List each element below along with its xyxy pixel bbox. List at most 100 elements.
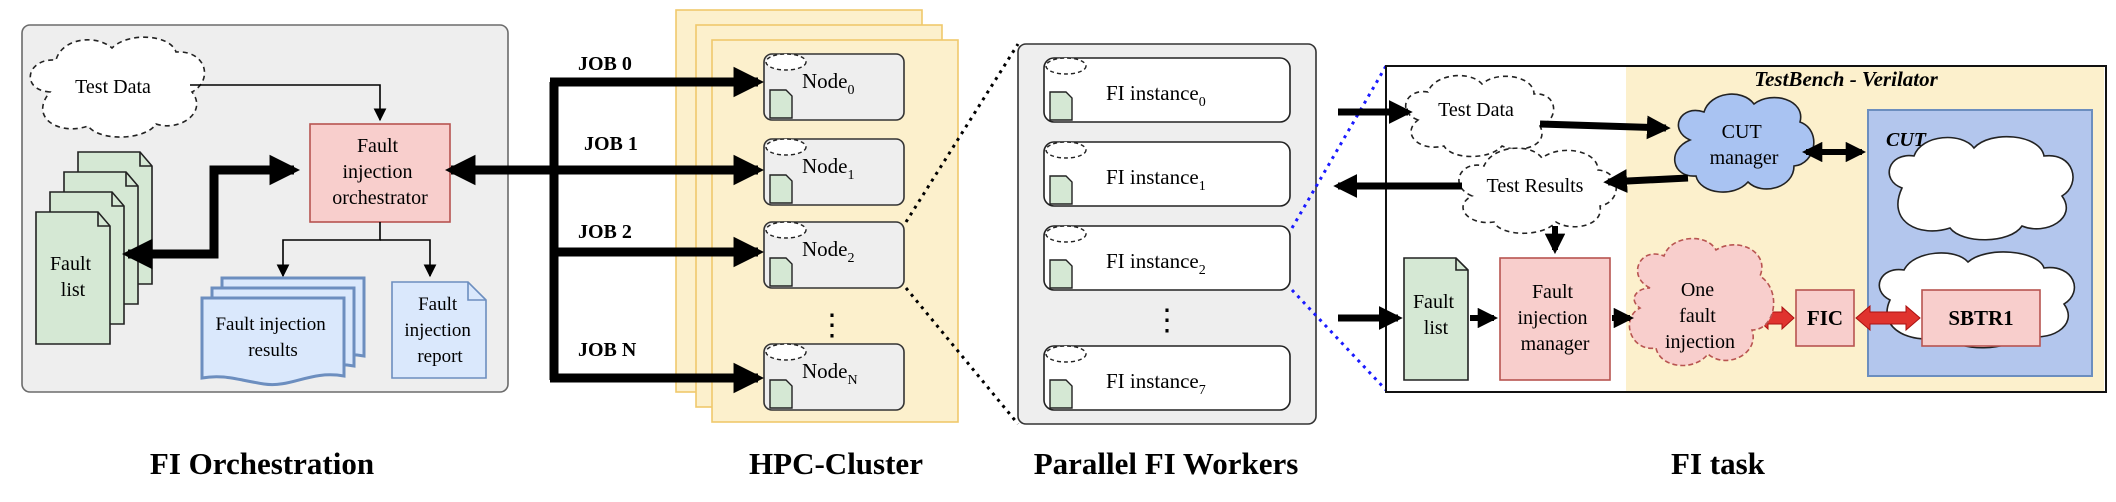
- results-label-line1: Fault injection: [215, 314, 326, 335]
- fi-orchestration-panel: Test Data Fault injection orchestrator F…: [21, 24, 509, 393]
- node-0-sub: 0: [848, 83, 855, 98]
- fi-instance-1: FI instance1: [1043, 141, 1291, 207]
- orchestrator-label-line3: orchestrator: [332, 187, 428, 209]
- cut-manager-to-test-results-arrow: [1603, 169, 1689, 193]
- fault-injection-results: Fault injection results: [200, 276, 366, 387]
- node-n: NodeN: [763, 343, 905, 411]
- svg-text:FI instance7: FI instance7: [1106, 369, 1206, 398]
- node-1: Node1: [763, 138, 905, 206]
- fi-instance-0-label: FI instance: [1106, 81, 1199, 105]
- node-ellipsis: ⋮: [817, 309, 847, 342]
- node-0: Node0: [763, 53, 905, 121]
- zoom-line-top: [904, 43, 1020, 223]
- hpc-cluster: Node0 Node1 Node2 ⋮ NodeN: [675, 9, 959, 423]
- fault-injection-orchestrator: Fault injection orchestrator: [309, 123, 451, 223]
- fault-list-label-line1: Fault: [50, 253, 92, 275]
- svg-text:Fault injection: Fault injection report: [404, 294, 475, 367]
- fault-list-label-line2: list: [61, 279, 86, 301]
- sbtr-block: [1921, 289, 2041, 347]
- svg-text:One fault injectio: One fault injection: [1665, 279, 1735, 353]
- svg-text:FI instance1: FI instance1: [1106, 165, 1206, 194]
- fi-instance-1-label: FI instance: [1106, 165, 1199, 189]
- testbench-title: TestBench - Verilator: [1754, 67, 1938, 91]
- orchestrator-label-line1: Fault: [357, 135, 399, 157]
- report-label-line1: Fault: [418, 294, 458, 315]
- svg-text:Fault injection: Fault injection orchestrator: [332, 135, 428, 209]
- svg-text:Fault injection result: Fault injection results: [215, 314, 330, 361]
- task-fault-list-line1: Fault: [1413, 291, 1455, 313]
- zoom-line-bottom: [904, 287, 1020, 425]
- svg-text:FI instance0: FI instance0: [1106, 81, 1206, 110]
- task-test-data-label: Test Data: [1438, 99, 1514, 121]
- task-test-data-cloud: [1405, 74, 1555, 158]
- job-0-label: JOB 0: [578, 53, 632, 75]
- cut-manager-line2: manager: [1710, 147, 1779, 169]
- parallel-fi-workers: FI instance0 FI instance1 FI instance2 ⋮…: [1017, 43, 1317, 425]
- svg-text:FI instance2: FI instance2: [1106, 249, 1206, 278]
- sbtr-label: SBTR1: [1948, 306, 2013, 330]
- caption-fi-task: FI task: [1671, 446, 1766, 481]
- test-data-label: Test Data: [75, 76, 151, 98]
- one-fault-injection-line1: One: [1681, 279, 1714, 301]
- fi-instance-2-label: FI instance: [1106, 249, 1199, 273]
- fi-instance-0: FI instance0: [1043, 57, 1291, 123]
- test-results-cloud: [1458, 147, 1617, 234]
- svg-text:Fault list: Fault list: [50, 253, 96, 301]
- report-label-line3: report: [417, 346, 463, 367]
- caption-fi-orchestration: FI Orchestration: [150, 446, 374, 481]
- task-fault-list: Fault list: [1403, 257, 1469, 381]
- test-data-to-orchestrator-arrow: [190, 84, 387, 122]
- fic-sbtr-red-arrow: [1855, 304, 1921, 332]
- fi-instance-2-sub: 2: [1199, 263, 1206, 278]
- one-fault-injection-line2: fault: [1679, 305, 1716, 327]
- fic-block: [1795, 289, 1855, 347]
- job-arrows: JOB 0 JOB 1 JOB 2 JOB N: [444, 53, 765, 394]
- node-1-sub: 1: [848, 168, 855, 183]
- node-n-label: Node: [802, 359, 848, 383]
- fi-instance-0-sub: 0: [1199, 95, 1206, 110]
- node-2-label: Node: [802, 237, 848, 261]
- captions: FI Orchestration HPC-Cluster Parallel FI…: [150, 446, 1766, 481]
- node-n-sub: N: [848, 373, 858, 388]
- fi-instance-7-label: FI instance: [1106, 369, 1199, 393]
- fic-label: FIC: [1807, 306, 1843, 330]
- fi-instance-ellipsis: ⋮: [1152, 304, 1182, 337]
- orchestrator-to-report-arrow: [380, 239, 437, 278]
- fim-line2: injection: [1518, 307, 1588, 329]
- orchestrator-fault-list-arrow: [121, 154, 301, 270]
- report-label-line2: injection: [404, 320, 471, 341]
- results-label-line2: results: [248, 340, 298, 361]
- svg-text:Fault injection: Fault injection manager: [1518, 281, 1593, 355]
- test-data-to-cut-manager-arrow: [1539, 115, 1671, 140]
- node-2-sub: 2: [848, 251, 855, 266]
- job-1-label: JOB 1: [584, 133, 638, 155]
- fi-instance-1-sub: 1: [1199, 179, 1206, 194]
- node-0-label: Node: [802, 69, 848, 93]
- fi-instance-7-sub: 7: [1199, 383, 1206, 398]
- one-fault-injection-cloud: [1628, 237, 1775, 367]
- svg-text:Node2: Node2: [802, 237, 855, 266]
- fim-line3: manager: [1521, 333, 1590, 355]
- blue-zoom-line-bottom: [1290, 288, 1388, 392]
- job-n-label: JOB N: [578, 339, 637, 361]
- svg-text:Node0: Node0: [802, 69, 855, 98]
- caption-parallel-fi-workers: Parallel FI Workers: [1034, 446, 1299, 481]
- caption-hpc-cluster: HPC-Cluster: [749, 446, 923, 481]
- fault-injection-report: Fault injection report: [391, 281, 487, 379]
- cut-cloud-top: [1888, 135, 2074, 241]
- fim-line1: Fault: [1532, 281, 1574, 303]
- svg-text:CUT manager: CUT manager: [1710, 121, 1779, 169]
- svg-text:NodeN: NodeN: [802, 359, 858, 388]
- node-1-label: Node: [802, 154, 848, 178]
- cut-title: CUT: [1886, 129, 1927, 151]
- one-fault-injection-line3: injection: [1665, 331, 1735, 353]
- task-fault-list-line2: list: [1424, 317, 1449, 339]
- fault-injection-manager: Fault injection manager: [1499, 257, 1611, 381]
- test-results-label: Test Results: [1487, 175, 1584, 197]
- orchestrator-to-results-arrow: [276, 222, 381, 278]
- svg-text:Fault list: Fault list: [1413, 291, 1459, 339]
- svg-text:Node1: Node1: [802, 154, 855, 183]
- fi-instance-7: FI instance7: [1043, 345, 1291, 411]
- cut-manager-line1: CUT: [1722, 121, 1762, 143]
